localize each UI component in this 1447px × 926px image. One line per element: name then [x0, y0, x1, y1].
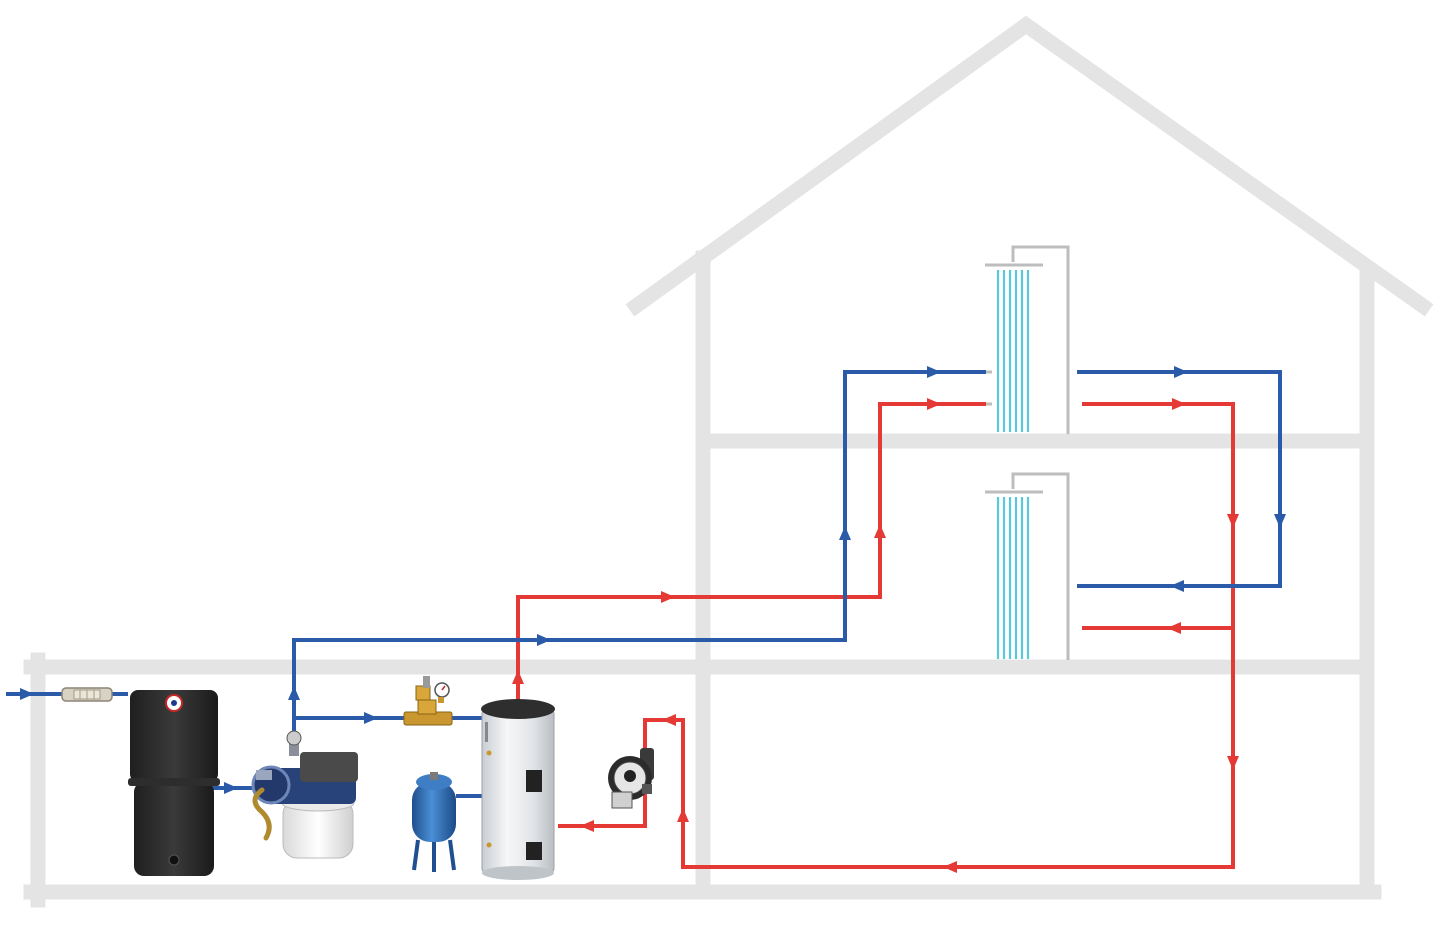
shower-riser-frame	[1011, 245, 1070, 434]
hot-upper-return	[558, 402, 1235, 869]
shower-water-stream	[996, 270, 1030, 432]
pump-icon	[251, 730, 358, 859]
boiler-icon	[481, 699, 555, 880]
arrow-down-icon	[1227, 514, 1239, 528]
house-structure	[23, 15, 1434, 908]
hot-riser-pipe	[516, 402, 986, 706]
pump-delivery-riser	[292, 370, 986, 740]
arrow-right-icon	[927, 398, 941, 410]
arrow-up-icon	[839, 526, 851, 540]
shower-upper-floor	[985, 245, 1070, 434]
valve-icon	[403, 676, 453, 726]
arrow-right-icon	[661, 591, 675, 603]
arrow-right-icon	[224, 782, 238, 794]
arrow-down-icon	[1274, 514, 1286, 528]
arrow-right-icon	[364, 712, 378, 724]
arrow-down-icon	[1227, 756, 1239, 770]
roof-outline	[625, 15, 1434, 317]
circulator-icon	[608, 748, 654, 809]
arrow-up-icon	[677, 808, 689, 822]
hot-water-pipes	[516, 402, 1235, 869]
vessel-icon	[412, 772, 456, 872]
arrow-right-icon	[1172, 398, 1186, 410]
arrow-right-icon	[20, 688, 34, 700]
shower-connectors	[986, 370, 992, 406]
arrow-left-icon	[943, 861, 957, 873]
arrow-left-icon	[1167, 622, 1181, 634]
shower-riser-frame	[1011, 472, 1070, 660]
arrow-up-icon	[288, 686, 300, 700]
arrow-left-icon	[662, 714, 676, 726]
arrow-up-icon	[512, 670, 524, 684]
arrow-left-icon	[1170, 580, 1184, 592]
arrow-right-icon	[537, 634, 551, 646]
arrow-right-icon	[1174, 366, 1188, 378]
filter-icon	[61, 687, 113, 702]
arrow-right-icon	[927, 366, 941, 378]
tank-icon	[128, 690, 220, 876]
arrow-up-icon	[874, 524, 886, 538]
arrow-left-icon	[580, 820, 594, 832]
shower-water-stream	[996, 497, 1030, 659]
shower-ground-floor	[985, 472, 1070, 660]
